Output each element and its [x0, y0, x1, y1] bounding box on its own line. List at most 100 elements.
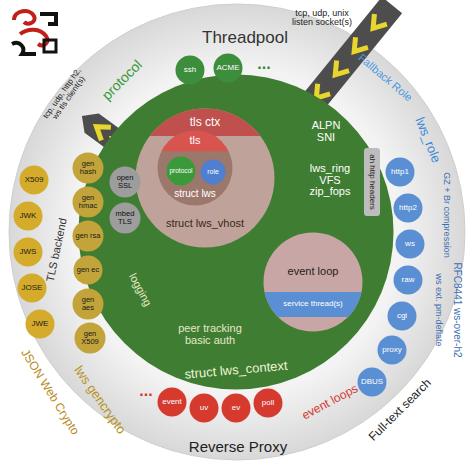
node-text: struct lws [174, 189, 216, 200]
node-text: X509 [25, 176, 44, 184]
circle-fill [110, 203, 141, 234]
ring-label: GZ + Br compression [441, 172, 450, 257]
gencrypto-circle: gen hmac [72, 186, 104, 218]
circle-fill [73, 289, 104, 320]
role-circle: DBUS [357, 367, 387, 397]
node-text: tls ctx [190, 116, 221, 129]
circle-text-stack: JWS [20, 248, 37, 256]
ring-label: ... [257, 56, 270, 73]
circle-text-stack: poll [262, 399, 274, 407]
circle-fill [176, 56, 205, 85]
circle-fill [201, 160, 226, 185]
circle-fill [158, 131, 233, 206]
node-text: gen hmac [75, 194, 101, 210]
circle-fill [214, 54, 243, 83]
circle-text-stack: ws [405, 240, 415, 248]
circle-fill [73, 153, 104, 184]
circle-text-stack: JWE [32, 320, 49, 328]
circle-text-stack: gen hmac [75, 194, 101, 210]
circle-band [157, 130, 233, 151]
circle-text-stack: JWK [20, 212, 37, 220]
node-text: DBUS [361, 378, 383, 386]
node-text: uv [200, 404, 208, 412]
lws-circle: tlsstruct lwsprotocolrole [157, 130, 233, 206]
circle-text-stack: X509 [25, 176, 44, 184]
node-text: service thread(s) [283, 300, 343, 308]
circle-fill [222, 394, 251, 423]
event-lib-circle: event [157, 387, 187, 417]
role-circle: raw [393, 265, 423, 295]
node-text: gen rsa [75, 232, 100, 240]
ring-label: tcp, udp, unix listen socket(s) [286, 9, 358, 28]
circle-text-stack: cgi [397, 312, 407, 320]
circle-fill [158, 388, 187, 417]
circle-text-stack: http2 [399, 204, 417, 212]
circle-text-stack: gen hash [75, 160, 101, 176]
node-text: JWS [20, 248, 37, 256]
circle-fill [75, 323, 106, 354]
circle-fill [110, 167, 141, 198]
circle-outline [263, 232, 363, 332]
header-text: ah http headers [368, 154, 376, 210]
circle-text-stack: gen X509 [77, 330, 103, 346]
node-text: http2 [399, 204, 417, 212]
circle-fill [14, 202, 43, 231]
circle-fill [386, 158, 415, 187]
event-loop-circle: event loop service thread(s) [263, 232, 363, 332]
circle-fill [73, 187, 104, 218]
circle-fill [394, 194, 423, 223]
circle-fill [378, 336, 407, 365]
circle-fill [254, 389, 283, 418]
circle-text-stack: raw [402, 276, 415, 284]
circle-text-stack: open SSL [112, 174, 138, 190]
circle-text-stack: ev [232, 404, 240, 412]
circle-fill [26, 310, 55, 339]
node-text: mbed TLS [112, 210, 138, 226]
ring-label: Reverse Proxy [189, 439, 287, 455]
circle-fill [136, 109, 275, 248]
node-text: tls [190, 135, 201, 147]
ring-label: peer tracking basic auth [170, 323, 250, 346]
gencrypto-circle: gen X509 [74, 322, 106, 354]
circle-band [135, 108, 275, 136]
node-text: ACME [216, 64, 239, 72]
ring-label: Threadpool [202, 29, 288, 47]
circle-fill [73, 221, 104, 252]
node-text: http1 [391, 168, 409, 176]
circle-text-stack: gen aes [75, 296, 101, 312]
circle-fill [20, 166, 49, 195]
circle-text-stack: proxy [382, 346, 402, 354]
node-text: poll [262, 399, 274, 407]
circle-text-stack: http1 [391, 168, 409, 176]
circle-fill [74, 256, 103, 285]
jose-circle: JWE [25, 309, 55, 339]
circle-text-stack: protocol [169, 168, 192, 175]
circle-fill [396, 230, 425, 259]
circle-fill [18, 274, 47, 303]
gencrypto-circle: gen ec [73, 255, 103, 285]
node-text: proxy [382, 346, 402, 354]
circle-text-stack: uv [200, 404, 208, 412]
circle-text-stack: ACME [216, 64, 239, 72]
node-text: ev [232, 404, 240, 412]
tls-backend-circle: open SSL [109, 166, 141, 198]
node-text: JOSE [22, 284, 43, 292]
circle-text-stack: JOSE [22, 284, 43, 292]
event-lib-circle: uv [189, 393, 219, 423]
node-text: gen X509 [77, 330, 103, 346]
ring-label: RFC8441 ws-over-h2 [452, 262, 463, 357]
outer-ring [9, 4, 465, 460]
node-text: event loop [288, 266, 339, 278]
ring-label: lws_ring VFS zip_fops [305, 163, 355, 198]
node-text: ssh [184, 66, 196, 74]
event-lib-circle: ev [221, 393, 251, 423]
ring-label: ... [139, 383, 152, 400]
band-fill [364, 148, 380, 216]
node-text: open SSL [112, 174, 138, 190]
circle-text-stack: mbed TLS [112, 210, 138, 226]
circle-text-stack: gen rsa [75, 232, 100, 240]
threadpool-circle: ssh [175, 55, 205, 85]
ring-label: ALPN SNI [306, 120, 346, 143]
circle-text-stack: ssh [184, 66, 196, 74]
event-lib-circle: poll [253, 388, 283, 418]
